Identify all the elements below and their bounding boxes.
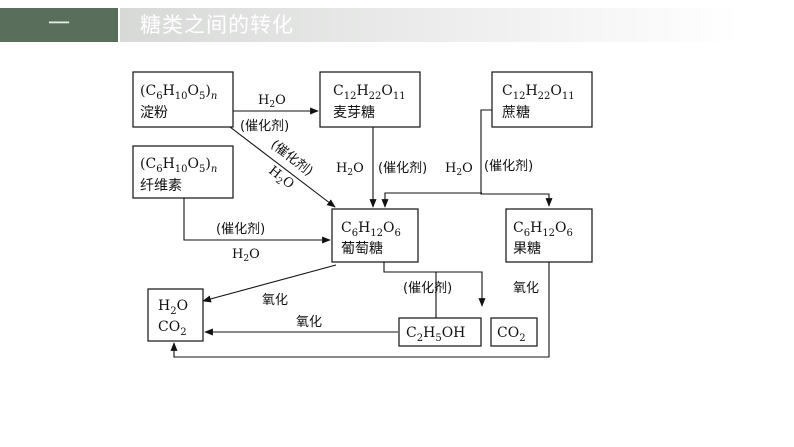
maltose-name: 麦芽糖 [333, 105, 375, 121]
label-starch-maltose-h2o: H2O [258, 93, 286, 110]
co2-product-formula: CO2 [497, 325, 526, 344]
box-water-co2: H2O CO2 [147, 288, 204, 342]
label-sucrose-cat: (催化剂) [484, 159, 533, 174]
co2-formula: CO2 [158, 319, 187, 338]
label-ethanol-oxidation: 氧化 [296, 315, 322, 330]
glucose-name: 葡萄糖 [341, 241, 383, 257]
label-cellulose-h2o: H2O [232, 247, 260, 264]
section-banner: 一 糖类之间的转化 [0, 8, 740, 42]
arrow-starch-glucose [229, 126, 336, 208]
box-maltose: C12H22O11 麦芽糖 [319, 71, 421, 128]
box-starch: (C6H10O5)n 淀粉 [132, 71, 234, 128]
label-maltose-glucose-h2o: H2O [336, 161, 364, 178]
arrow-fructose-h2o-co2 [170, 262, 550, 358]
box-ethanol: C2H5OH [398, 317, 482, 347]
arrow-glucose-ferment [383, 262, 486, 307]
label-maltose-glucose-cat: (催化剂) [378, 161, 427, 176]
label-cellulose-cat: (催化剂) [216, 222, 265, 237]
box-cellulose: (C6H10O5)n 纤维素 [132, 145, 234, 199]
section-title: 糖类之间的转化 [140, 13, 294, 37]
section-number: 一 [0, 8, 118, 42]
cellulose-name: 纤维素 [140, 178, 182, 194]
arrow-sucrose-fructose [480, 109, 553, 207]
ethanol-formula: C2H5OH [406, 325, 465, 344]
sucrose-name: 蔗糖 [502, 105, 530, 121]
arrow-glucose-h2o-co2 [202, 264, 337, 303]
arrow-sucrose-glucose [381, 192, 482, 208]
label-glucose-ferment-cat: (催化剂) [403, 281, 452, 296]
maltose-formula: C12H22O11 [333, 83, 406, 102]
label-sucrose-h2o: H2O [445, 161, 473, 178]
box-sucrose: C12H22O11 蔗糖 [491, 71, 593, 128]
water-formula: H2O [158, 298, 188, 317]
box-co2: CO2 [490, 317, 538, 347]
label-glucose-oxidation: 氧化 [262, 293, 288, 308]
box-glucose: C6H12O6 葡萄糖 [331, 208, 419, 263]
box-fructose: C6H12O6 果糖 [505, 208, 593, 263]
section-bar [120, 8, 740, 42]
arrow-cellulose-glucose [183, 198, 331, 244]
starch-name: 淀粉 [140, 105, 168, 121]
label-fructose-oxidation: 氧化 [513, 281, 539, 296]
label-starch-maltose-cat: (催化剂) [240, 119, 289, 134]
fructose-name: 果糖 [513, 241, 541, 257]
